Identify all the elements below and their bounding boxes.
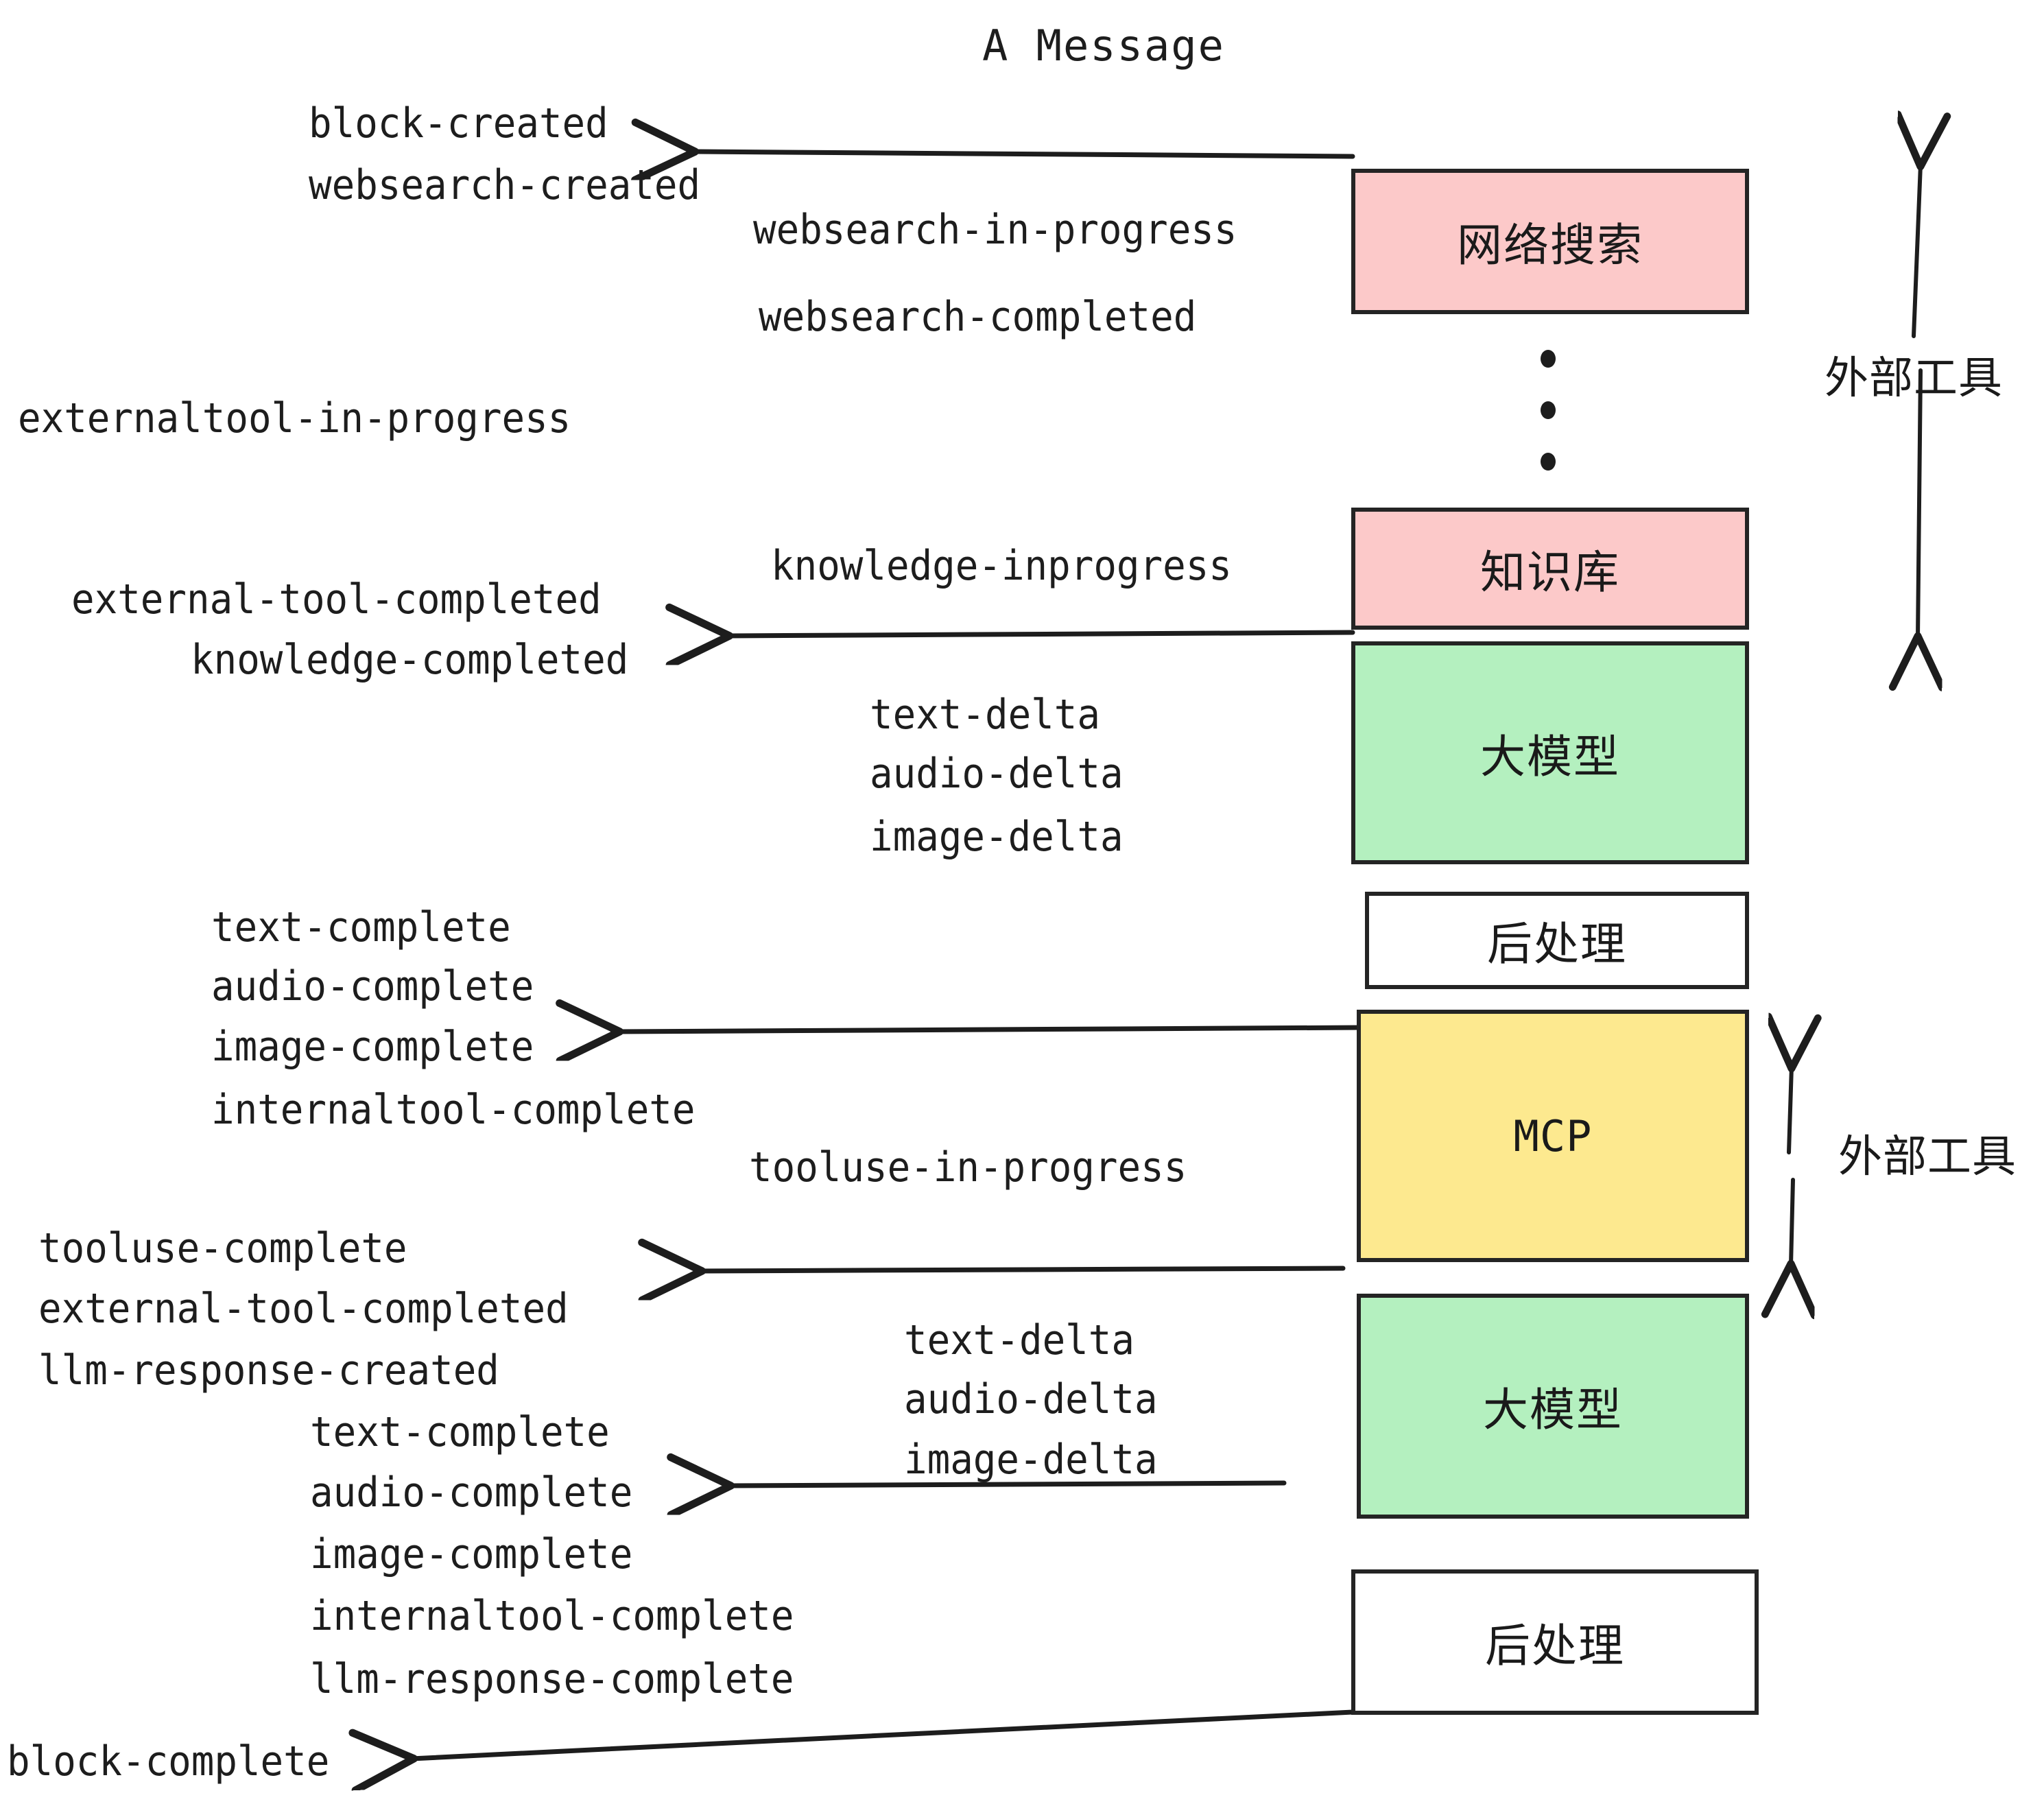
event-audio-delta-2: audio-delta — [904, 1375, 1158, 1423]
event-websearch-in-progress: websearch-in-progress — [753, 206, 1237, 254]
node-llm-bottom[interactable]: 大模型 — [1357, 1294, 1749, 1519]
event-text-delta-1: text-delta — [870, 691, 1100, 739]
arrow-postprocess-to-image-complete — [617, 1028, 1364, 1032]
event-tooluse-complete: tooluse-complete — [38, 1224, 407, 1272]
side-label-external-tools-bottom: 外部工具 — [1838, 1132, 2017, 1183]
event-text-complete-1: text-complete — [211, 903, 511, 951]
event-external-tool-completed-1: external-tool-completed — [71, 575, 602, 624]
node-llm-top-label: 大模型 — [1480, 730, 1620, 783]
node-postprocess-top-label: 后处理 — [1487, 918, 1627, 971]
page-title: A Message — [982, 21, 1225, 71]
arrow-postprocess-to-block-complete — [412, 1709, 1355, 1759]
event-text-complete-2: text-complete — [310, 1408, 610, 1456]
event-block-created: block-created — [309, 99, 608, 147]
event-image-delta-2: image-delta — [904, 1436, 1158, 1484]
node-mcp-label: MCP — [1513, 1111, 1593, 1161]
node-llm-bottom-label: 大模型 — [1483, 1384, 1623, 1436]
event-internaltool-complete-1: internaltool-complete — [211, 1086, 696, 1134]
event-image-complete-1: image-complete — [211, 1023, 534, 1071]
node-websearch-label: 网络搜索 — [1457, 219, 1643, 272]
event-internaltool-complete-2: internaltool-complete — [310, 1592, 794, 1640]
event-text-delta-2: text-delta — [904, 1316, 1134, 1364]
event-audio-delta-1: audio-delta — [870, 750, 1124, 798]
node-postprocess-bottom-label: 后处理 — [1485, 1619, 1625, 1672]
node-postprocess-top[interactable]: 后处理 — [1365, 892, 1749, 989]
event-external-tool-completed-2: external-tool-completed — [38, 1285, 569, 1333]
side-label-external-tools-top: 外部工具 — [1825, 353, 2003, 404]
event-llm-response-complete: llm-response-complete — [310, 1655, 794, 1703]
event-audio-complete-1: audio-complete — [211, 962, 534, 1010]
ellipsis-dot — [1541, 401, 1556, 419]
node-postprocess-bottom[interactable]: 后处理 — [1351, 1569, 1759, 1715]
node-mcp[interactable]: MCP — [1357, 1010, 1749, 1262]
event-audio-complete-2: audio-complete — [310, 1469, 633, 1517]
event-llm-response-created: llm-response-created — [38, 1346, 499, 1394]
event-externaltool-in-progress: externaltool-in-progress — [18, 394, 571, 442]
event-block-complete: block-complete — [7, 1737, 330, 1785]
event-websearch-created: websearch-created — [309, 161, 701, 209]
external-tools-range-bottom-arrow — [1789, 1067, 1793, 1266]
event-image-delta-1: image-delta — [870, 813, 1124, 861]
arrow-knowledge-to-completed — [727, 632, 1355, 636]
arrow-websearch-to-created — [693, 152, 1355, 156]
event-websearch-completed: websearch-completed — [759, 293, 1197, 341]
node-websearch[interactable]: 网络搜索 — [1351, 169, 1749, 314]
ellipsis-dot — [1541, 453, 1556, 471]
node-knowledge-label: 知识库 — [1480, 546, 1620, 599]
event-knowledge-inprogress: knowledge-inprogress — [771, 542, 1232, 590]
event-image-complete-2: image-complete — [310, 1530, 633, 1578]
event-knowledge-completed: knowledge-completed — [191, 636, 629, 684]
node-llm-top[interactable]: 大模型 — [1351, 641, 1749, 864]
ellipsis-dot — [1541, 350, 1556, 368]
arrow-mcp-to-tooluse-complete — [700, 1268, 1346, 1271]
event-tooluse-in-progress: tooluse-in-progress — [749, 1143, 1187, 1191]
node-knowledge[interactable]: 知识库 — [1351, 508, 1749, 630]
